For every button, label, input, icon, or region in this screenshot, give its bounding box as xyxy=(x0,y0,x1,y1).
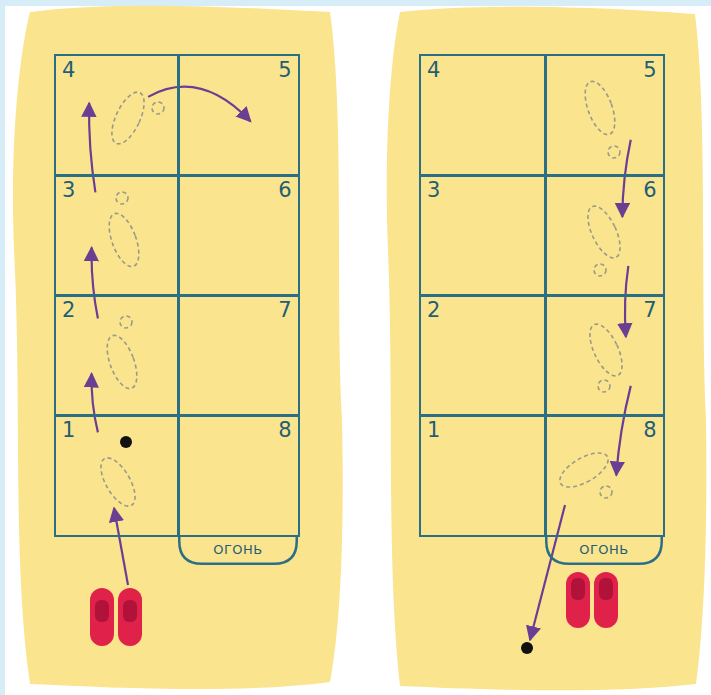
toe-print xyxy=(594,264,606,276)
slipper xyxy=(90,588,114,646)
hopscotch-cell: 4 xyxy=(54,54,180,177)
slipper xyxy=(566,572,590,628)
side-strip xyxy=(0,0,5,695)
step-arrow xyxy=(148,87,250,122)
fire-cell: ОГОНЬ xyxy=(545,535,663,565)
cell-number: 2 xyxy=(427,298,440,322)
zone-label: ОГОНЬ xyxy=(579,542,629,558)
hopscotch-cell: 5 xyxy=(544,54,665,177)
hopscotch-cell: 1 xyxy=(54,414,180,537)
hopscotch-cell: 4 xyxy=(419,54,547,177)
step-arrow xyxy=(92,374,98,433)
footprint xyxy=(105,88,150,149)
cell-number: 7 xyxy=(643,298,656,322)
toe-print xyxy=(600,486,612,498)
cell-number: 3 xyxy=(427,178,440,202)
hopscotch-cell: 8 xyxy=(544,414,665,537)
footprint xyxy=(94,453,142,512)
slipper xyxy=(594,572,618,628)
sand-blob xyxy=(387,7,707,691)
cell-number: 4 xyxy=(427,58,440,82)
footprint xyxy=(581,202,626,263)
marker-dot xyxy=(521,642,533,654)
exit-arrow xyxy=(530,505,565,640)
footprint xyxy=(101,332,143,393)
hopscotch-cell: 7 xyxy=(544,294,665,417)
footprint xyxy=(103,210,145,271)
toe-print xyxy=(152,102,164,114)
hopscotch-cell: 1 xyxy=(419,414,547,537)
step-arrow xyxy=(622,140,630,217)
hopscotch-cell: 8 xyxy=(177,414,300,537)
hopscotch-cell: 5 xyxy=(177,54,300,177)
toe-print xyxy=(608,146,620,158)
step-arrow xyxy=(89,103,95,192)
cell-number: 6 xyxy=(643,178,656,202)
hopscotch-cell: 2 xyxy=(54,294,180,417)
hopscotch-cell: 6 xyxy=(544,174,665,297)
hopscotch-cell: 6 xyxy=(177,174,300,297)
step-arrow xyxy=(625,266,628,337)
cell-number: 8 xyxy=(643,418,656,442)
cell-number: 3 xyxy=(62,178,75,202)
footprint xyxy=(579,78,621,139)
hopscotch-cell: 7 xyxy=(177,294,300,417)
fire-outline-path xyxy=(546,535,662,564)
hopscotch-cell: 3 xyxy=(54,174,180,297)
slipper-strap xyxy=(95,600,109,622)
fire-outline-path xyxy=(179,535,297,564)
step-arrow xyxy=(616,386,630,475)
hopscotch-cell: 2 xyxy=(419,294,547,417)
cell-number: 4 xyxy=(62,58,75,82)
toe-print xyxy=(120,316,132,328)
sand-blob xyxy=(13,6,343,689)
step-arrow xyxy=(92,248,98,319)
fire-cell: ОГОНЬ xyxy=(178,535,298,565)
cell-number: 8 xyxy=(278,418,291,442)
zone-label: ОГОНЬ xyxy=(213,542,263,558)
cell-number: 5 xyxy=(643,58,656,82)
slipper xyxy=(118,588,142,646)
entry-arrow xyxy=(114,508,128,585)
cell-number: 1 xyxy=(62,418,75,442)
cell-number: 2 xyxy=(62,298,75,322)
hopscotch-cell: 3 xyxy=(419,174,547,297)
marker-dot xyxy=(120,436,132,448)
footprint xyxy=(555,446,614,494)
slipper-strap xyxy=(599,578,613,600)
toe-print xyxy=(116,192,128,204)
cell-number: 1 xyxy=(427,418,440,442)
cell-number: 7 xyxy=(278,298,291,322)
cell-number: 5 xyxy=(278,58,291,82)
toe-print xyxy=(598,380,610,392)
top-strip xyxy=(0,0,711,6)
cell-number: 6 xyxy=(278,178,291,202)
footprint xyxy=(583,320,628,381)
slipper-strap xyxy=(571,578,585,600)
slipper-strap xyxy=(123,600,137,622)
